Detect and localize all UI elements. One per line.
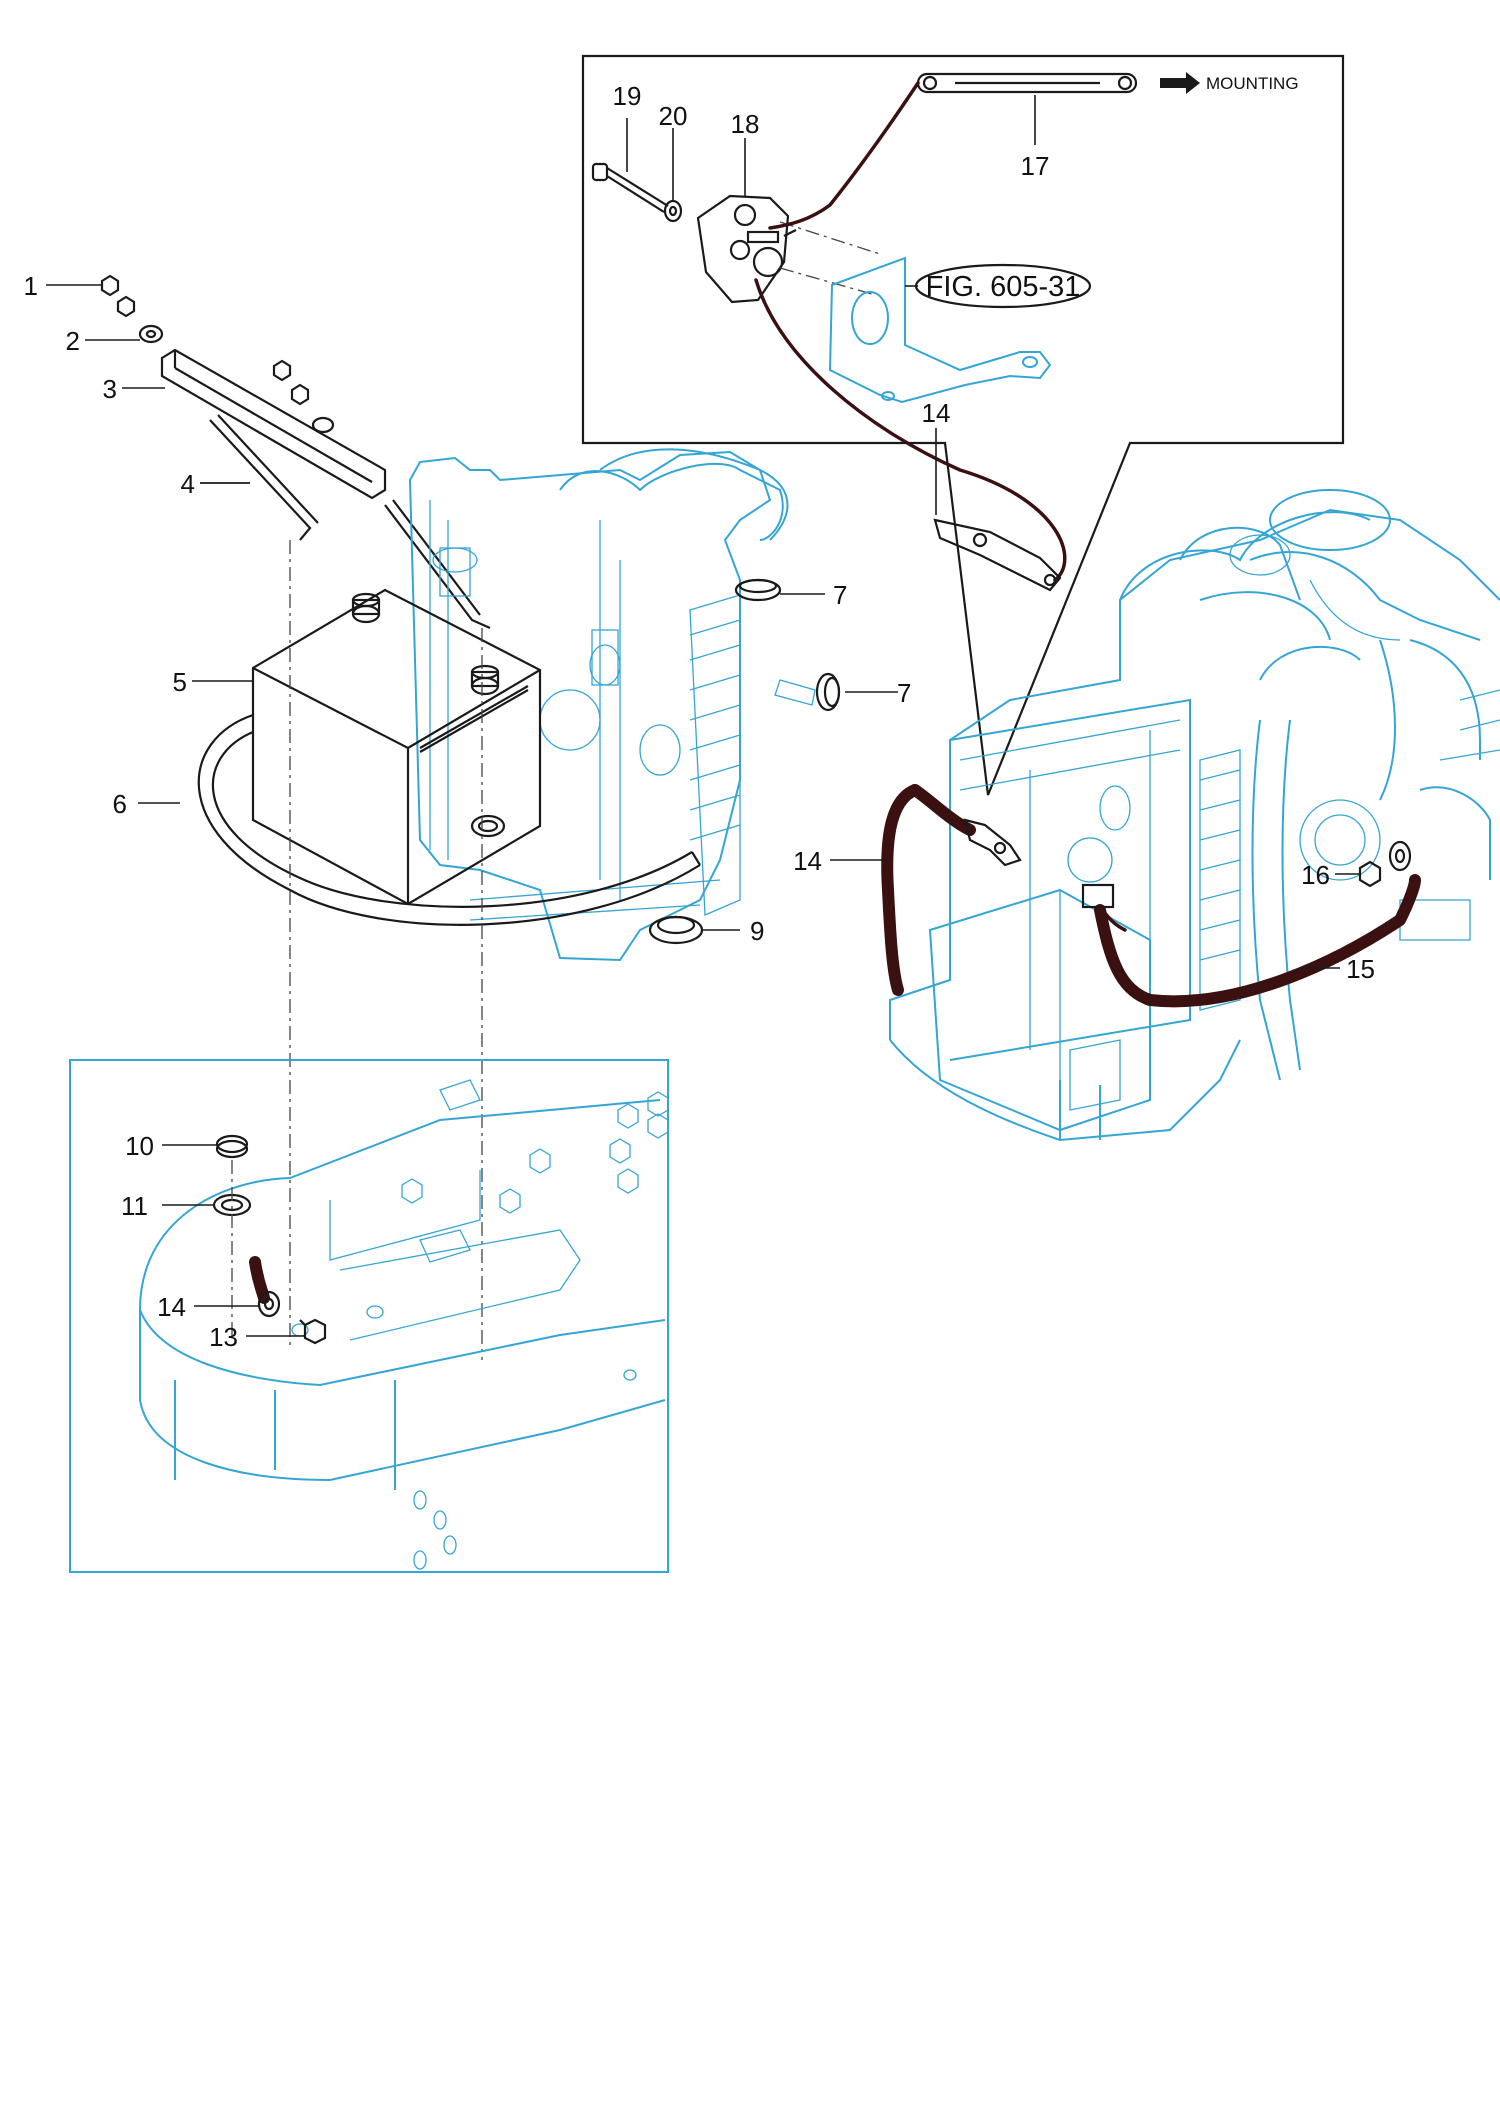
j-bolt-rod-right (384, 499, 491, 630)
callout-18: 18 (731, 109, 760, 139)
callout-20: 20 (659, 101, 688, 131)
callout-16: 16 (1301, 860, 1330, 890)
washer-part-2 (138, 324, 164, 344)
grommet-part-9 (648, 915, 704, 945)
hose-clamp-part-7-upper (734, 578, 782, 602)
assembly-dashed-lines (779, 221, 881, 295)
ground-cable-part-14-frame (249, 1256, 281, 1318)
detail-inset (581, 54, 1345, 796)
switch-bracket (828, 256, 1052, 404)
callout-7-lower: 7 (897, 678, 911, 708)
mounting-label: MOUNTING (1206, 74, 1299, 93)
frame-inset (69, 1059, 669, 1573)
figure-reference-callout: FIG. 605-31 (905, 263, 1092, 309)
fig-ref-label: FIG. 605-31 (926, 271, 1081, 303)
callout-17: 17 (1021, 151, 1050, 181)
frame-bolts (401, 1091, 669, 1214)
hose-clamp-part-7-lower (815, 672, 841, 712)
callout-14-detail: 14 (922, 398, 951, 428)
nut-pair-right (272, 359, 335, 434)
bolt-part-19 (591, 162, 669, 213)
mounting-arrow-icon (1160, 72, 1200, 94)
strap-wire (768, 81, 920, 230)
battery-cable-part-14-engine (881, 784, 921, 996)
callout-19: 19 (613, 81, 642, 111)
j-bolt-rod-part-4 (209, 414, 319, 541)
cable-terminal-engine (963, 818, 1022, 867)
switch-cable-wire (754, 278, 1067, 582)
callout-leaders (46, 95, 1360, 1337)
callout-14-engine: 14 (793, 846, 822, 876)
battery-switch-part-18 (696, 194, 797, 304)
mounting-dashed-lines (289, 540, 483, 1360)
callout-6: 6 (113, 789, 127, 819)
battery-cable-upper-run (909, 784, 976, 836)
callout-4: 4 (181, 469, 195, 499)
battery-cushion-part-6 (197, 713, 701, 926)
callout-5: 5 (173, 667, 187, 697)
callout-15: 15 (1346, 954, 1375, 984)
callout-7-upper: 7 (833, 580, 847, 610)
bolt-part-13 (299, 1318, 327, 1345)
callout-9: 9 (750, 916, 764, 946)
rubber-mount-part-10 (215, 1134, 249, 1159)
cable-terminal-part-14-detail (933, 518, 1062, 592)
callout-14-frame: 14 (157, 1292, 186, 1322)
callout-1: 1 (24, 271, 38, 301)
ground-strap-part-17 (916, 72, 1138, 94)
ground-cable-part-15 (1094, 874, 1421, 1008)
callout-10: 10 (125, 1131, 154, 1161)
switch-connector-engine (1081, 883, 1127, 932)
callout-2: 2 (66, 326, 80, 356)
callout-labels: 1 2 3 4 5 6 7 7 9 10 11 14 13 14 16 15 1… (24, 74, 1375, 1352)
engine-assembly (889, 489, 1500, 1142)
washer-part-20 (663, 199, 683, 223)
callout-11: 11 (121, 1191, 148, 1221)
radiator-assembly (408, 448, 816, 962)
battery-holddown-bar-part-3 (160, 348, 387, 500)
callout-3: 3 (103, 374, 117, 404)
nut-part-16 (1358, 860, 1382, 888)
callout-13: 13 (209, 1322, 238, 1352)
battery-part-5 (251, 588, 542, 906)
nut-part-1 (100, 274, 136, 318)
cable-lug-part-15 (1388, 840, 1412, 872)
